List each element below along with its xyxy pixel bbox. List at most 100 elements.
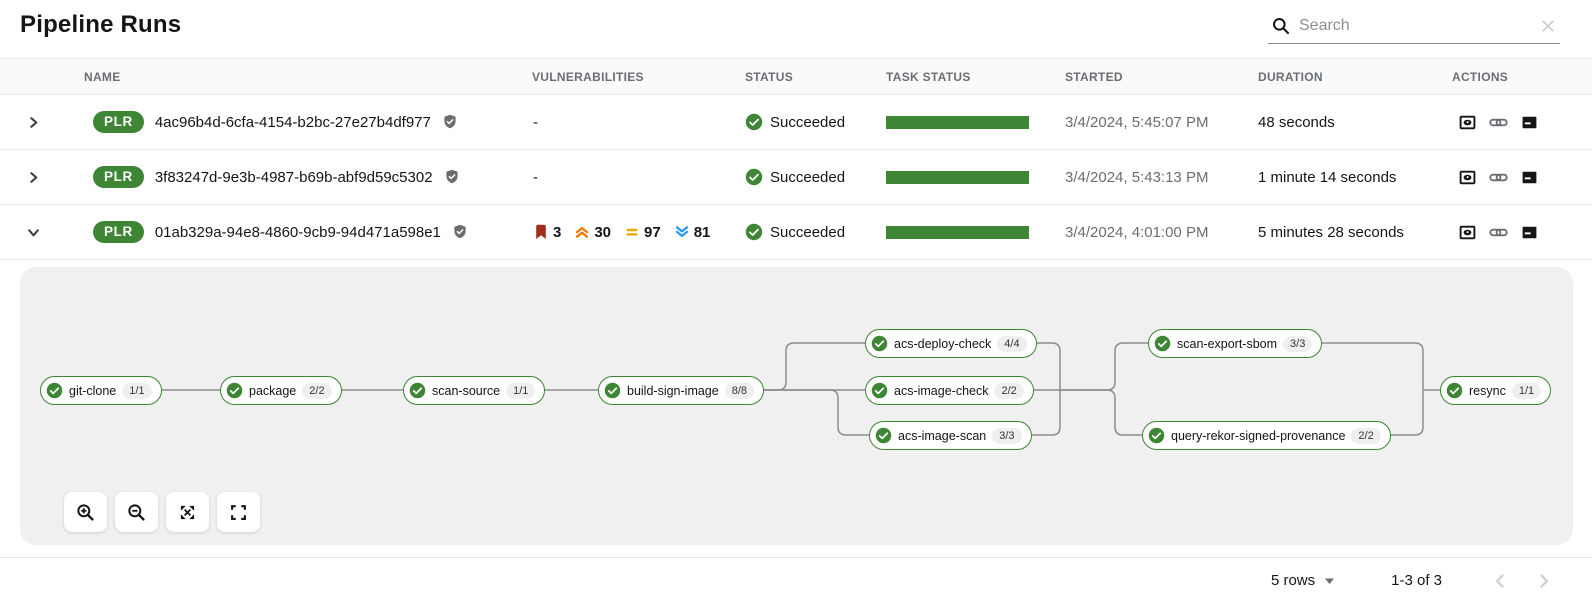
link-icon <box>1489 223 1508 242</box>
header-duration: DURATION <box>1258 69 1323 84</box>
task-success-icon <box>875 427 892 444</box>
next-page-button[interactable] <box>1534 571 1554 591</box>
severity-low: 81 <box>674 223 711 241</box>
task-success-icon <box>1148 427 1165 444</box>
view-logs-button[interactable] <box>1521 114 1538 131</box>
logs-icon <box>1521 114 1538 131</box>
success-check-icon <box>745 168 763 186</box>
output-eye-icon <box>1459 169 1476 186</box>
task-status-bar <box>886 115 1029 129</box>
pipeline-run-name[interactable]: 4ac96b4d-6cfa-4154-b2bc-27e27b4df977 <box>154 113 431 131</box>
plr-badge: PLR <box>93 221 144 243</box>
table-row: PLR 4ac96b4d-6cfa-4154-b2bc-27e27b4df977… <box>0 95 1592 150</box>
task-node-acs-deploy-check[interactable]: acs-deploy-check 4/4 <box>865 329 1037 358</box>
duration-text: 48 seconds <box>1258 113 1335 131</box>
rows-per-page-value: 5 rows <box>1270 572 1316 589</box>
previous-page-button[interactable] <box>1490 571 1510 591</box>
pipeline-run-name[interactable]: 3f83247d-9e3b-4987-b69b-abf9d59c5302 <box>154 168 433 186</box>
graph-controls <box>64 492 260 532</box>
view-output-button[interactable] <box>1459 224 1476 241</box>
plr-badge: PLR <box>93 111 144 133</box>
high-severity-icon <box>574 224 590 240</box>
success-check-icon <box>745 113 763 131</box>
task-status-bar <box>886 170 1029 184</box>
reset-view-button[interactable] <box>217 492 260 532</box>
task-step-badge: 1/1 <box>506 382 536 399</box>
task-name: acs-deploy-check <box>894 336 992 351</box>
critical-count: 3 <box>553 223 562 241</box>
task-node-acs-image-scan[interactable]: acs-image-scan 3/3 <box>869 421 1032 450</box>
search-input[interactable] <box>1299 16 1531 35</box>
signed-shield-icon <box>452 224 468 240</box>
copy-link-button[interactable] <box>1489 223 1508 242</box>
view-logs-button[interactable] <box>1521 169 1538 186</box>
task-success-icon <box>604 382 621 399</box>
chevron-right-icon <box>27 116 40 129</box>
medium-severity-icon <box>624 224 640 240</box>
zoom-out-button[interactable] <box>115 492 158 532</box>
pipeline-graph-panel: git-clone 1/1 package 2/2 scan-source 1/… <box>20 267 1573 545</box>
link-icon <box>1489 168 1508 187</box>
expand-row-button[interactable] <box>23 167 44 188</box>
task-node-scan-export-sbom[interactable]: scan-export-sbom 3/3 <box>1148 329 1323 358</box>
task-success-icon <box>1154 335 1171 352</box>
header-started: STARTED <box>1065 69 1123 84</box>
task-status-bar <box>886 225 1029 239</box>
task-step-badge: 2/2 <box>1351 427 1381 444</box>
task-step-badge: 1/1 <box>1511 382 1542 399</box>
chevron-right-icon <box>1534 571 1554 591</box>
copy-link-button[interactable] <box>1489 168 1508 187</box>
header-status: STATUS <box>745 69 794 84</box>
task-name: acs-image-check <box>894 383 989 398</box>
output-eye-icon <box>1459 224 1476 241</box>
task-node-resync[interactable]: resync 1/1 <box>1440 376 1552 405</box>
fit-to-screen-button[interactable] <box>166 492 209 532</box>
signed-shield-icon <box>444 169 460 185</box>
table-footer: 5 rows 1-3 of 3 <box>0 557 1592 603</box>
logs-icon <box>1521 169 1538 186</box>
duration-text: 1 minute 14 seconds <box>1258 168 1397 186</box>
task-node-acs-image-check[interactable]: acs-image-check 2/2 <box>865 376 1034 405</box>
started-timestamp: 3/4/2024, 5:43:13 PM <box>1065 168 1209 186</box>
task-name: build-sign-image <box>627 383 719 398</box>
page-title: Pipeline Runs <box>20 11 182 38</box>
view-output-button[interactable] <box>1459 114 1476 131</box>
status-text: Succeeded <box>770 223 846 241</box>
pipeline-run-name[interactable]: 01ab329a-94e8-4860-9cb9-94d471a598e1 <box>154 223 441 241</box>
chevron-right-icon <box>27 171 40 184</box>
view-output-button[interactable] <box>1459 169 1476 186</box>
expand-row-button[interactable] <box>23 112 44 133</box>
duration-text: 5 minutes 28 seconds <box>1258 223 1404 241</box>
success-check-icon <box>745 223 763 241</box>
header-vulnerabilities: VULNERABILITIES <box>532 69 644 84</box>
task-name: scan-export-sbom <box>1177 336 1278 351</box>
view-logs-button[interactable] <box>1521 224 1538 241</box>
task-node-build-sign-image[interactable]: build-sign-image 8/8 <box>598 376 765 405</box>
high-count: 30 <box>594 223 612 241</box>
task-name: acs-image-scan <box>898 428 987 443</box>
fullscreen-icon <box>230 504 247 521</box>
low-severity-icon <box>674 224 690 240</box>
started-timestamp: 3/4/2024, 4:01:00 PM <box>1065 223 1209 241</box>
expand-arrows-icon <box>179 504 196 521</box>
collapse-row-button[interactable] <box>23 222 44 243</box>
task-success-icon <box>409 382 426 399</box>
zoom-in-button[interactable] <box>64 492 107 532</box>
task-name: query-rekor-signed-provenance <box>1171 428 1346 443</box>
copy-link-button[interactable] <box>1489 113 1508 132</box>
task-step-badge: 1/1 <box>122 382 152 399</box>
low-count: 81 <box>693 223 711 241</box>
clear-search-icon[interactable] <box>1540 18 1556 34</box>
task-node-git-clone[interactable]: git-clone 1/1 <box>40 376 162 405</box>
status-text: Succeeded <box>770 113 846 131</box>
task-step-badge: 3/3 <box>1283 335 1313 352</box>
caret-down-icon <box>1324 577 1335 585</box>
task-node-query-rekor-signed-provenance[interactable]: query-rekor-signed-provenance 2/2 <box>1142 421 1391 450</box>
severity-medium: 97 <box>624 224 661 241</box>
task-node-package[interactable]: package 2/2 <box>220 376 342 405</box>
zoom-in-icon <box>76 503 95 522</box>
task-node-scan-source[interactable]: scan-source 1/1 <box>403 376 546 405</box>
critical-severity-icon <box>533 224 549 240</box>
rows-per-page-select[interactable]: 5 rows <box>1271 572 1335 589</box>
search-icon <box>1272 17 1290 35</box>
